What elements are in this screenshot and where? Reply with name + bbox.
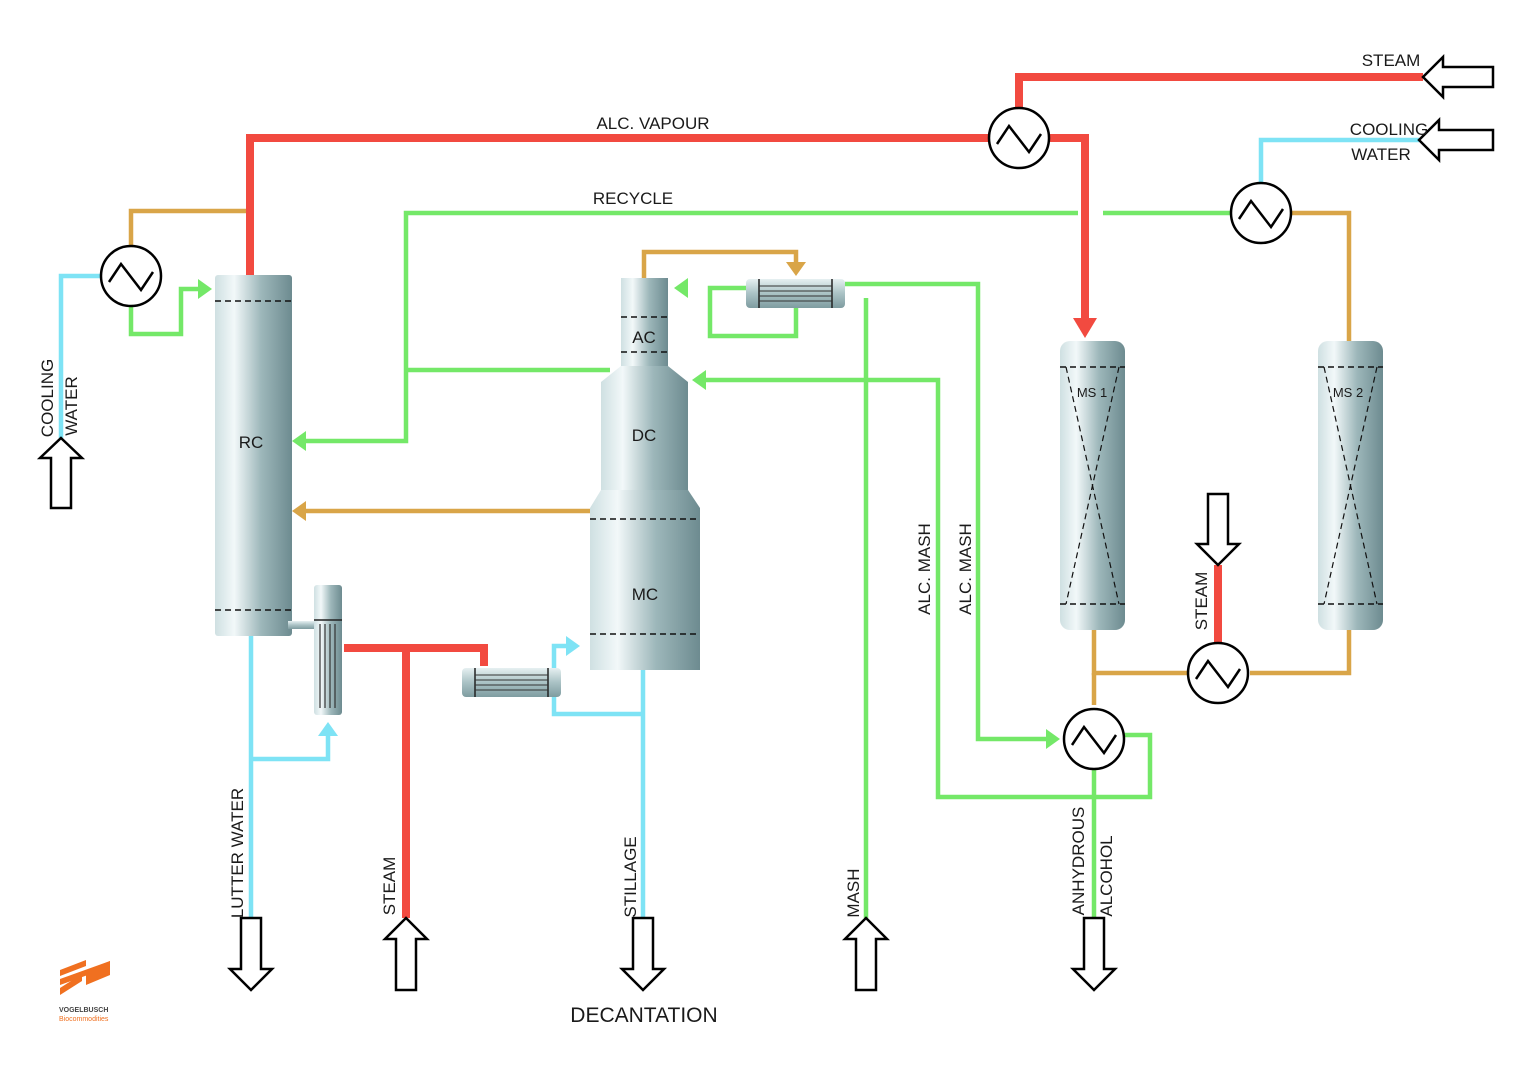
- cooling-water-lines: [58, 137, 1419, 918]
- vogelbusch-logo: [60, 960, 110, 995]
- arrow-head-dc-feed: [692, 370, 706, 390]
- anhydrous-alcohol-output-arrow: [1069, 916, 1119, 992]
- arrow-head-ms1-vapour: [1073, 318, 1097, 338]
- mash-input-arrow: [841, 916, 891, 992]
- steam-input-arrow-top: [1421, 53, 1495, 101]
- alc-vapour-label: ALC. VAPOUR: [596, 114, 709, 133]
- rc-column: [215, 275, 292, 636]
- anhydrous-label: ANHYDROUS: [1069, 807, 1088, 916]
- alc-mash-label-1: ALC. MASH: [915, 523, 934, 615]
- arrow-head-condenser-cw: [318, 722, 338, 736]
- cooling-water-input-arrow-left: [36, 436, 86, 510]
- heat-exchanger-product: [1062, 707, 1126, 771]
- lutter-water-label: LUTTER WATER: [228, 788, 247, 918]
- stillage-output-arrow: [618, 916, 668, 992]
- liquid-lines: [128, 210, 1232, 918]
- heat-exchanger-ms-regeneration: [1186, 641, 1250, 705]
- alc-mash-label-2: ALC. MASH: [956, 523, 975, 615]
- alcohol-label: ALCOHOL: [1097, 835, 1116, 916]
- steam-input-arrow-bottom: [381, 916, 431, 992]
- arrow-head-rc-recycle: [292, 431, 306, 451]
- mash-label: MASH: [844, 868, 863, 917]
- stillage-label: STILLAGE: [621, 836, 640, 917]
- steam-top-label: STEAM: [1362, 51, 1421, 70]
- cooling-water-right-label-1: COOLING: [1350, 120, 1428, 139]
- steam-ms-label: STEAM: [1192, 572, 1211, 631]
- ms1-label: MS 1: [1077, 385, 1107, 400]
- ac-label: AC: [632, 328, 656, 347]
- lutter-water-output-arrow: [226, 916, 276, 992]
- arrow-head-rc-feed: [198, 279, 212, 299]
- vertical-condenser: [288, 585, 342, 715]
- heat-exchanger-superheater: [987, 106, 1051, 170]
- ms2-vessel: [1318, 341, 1383, 630]
- ms2-label: MS 2: [1333, 385, 1363, 400]
- horizontal-exchanger-top: [746, 279, 845, 308]
- arrow-head-mc-cw: [566, 636, 580, 656]
- arrow-head-rc-side: [292, 501, 306, 521]
- distillation-column: [590, 278, 700, 670]
- logo-name: VOGELBUSCH: [59, 1007, 108, 1014]
- decantation-label: DECANTATION: [570, 1004, 717, 1027]
- condensate-lines: [128, 208, 1352, 705]
- heat-exchanger-recycle-condenser: [1229, 181, 1293, 245]
- logo-subtitle: Biocommodities: [59, 1016, 109, 1023]
- steam-lines: [246, 73, 1423, 918]
- ms1-vessel: [1060, 341, 1125, 630]
- dc-label: DC: [632, 426, 657, 445]
- recycle-label: RECYCLE: [593, 189, 673, 208]
- steam-bottom-label: STEAM: [380, 857, 399, 916]
- mc-label: MC: [632, 585, 658, 604]
- arrow-head-ac-feed: [674, 278, 688, 298]
- rc-label: RC: [239, 433, 264, 452]
- arrow-head-ac-reflux: [786, 262, 806, 276]
- cooling-water-left-label-1: COOLING: [38, 359, 57, 437]
- heat-exchanger-left: [99, 244, 163, 308]
- cooling-water-left-label-2: WATER: [62, 376, 81, 436]
- steam-input-arrow-ms: [1193, 492, 1243, 567]
- cooling-water-right-label-2: WATER: [1351, 145, 1411, 164]
- arrow-head-hx-feed: [1046, 729, 1060, 749]
- cooling-water-input-arrow-right: [1417, 116, 1495, 164]
- horizontal-exchanger-bottom: [462, 668, 561, 697]
